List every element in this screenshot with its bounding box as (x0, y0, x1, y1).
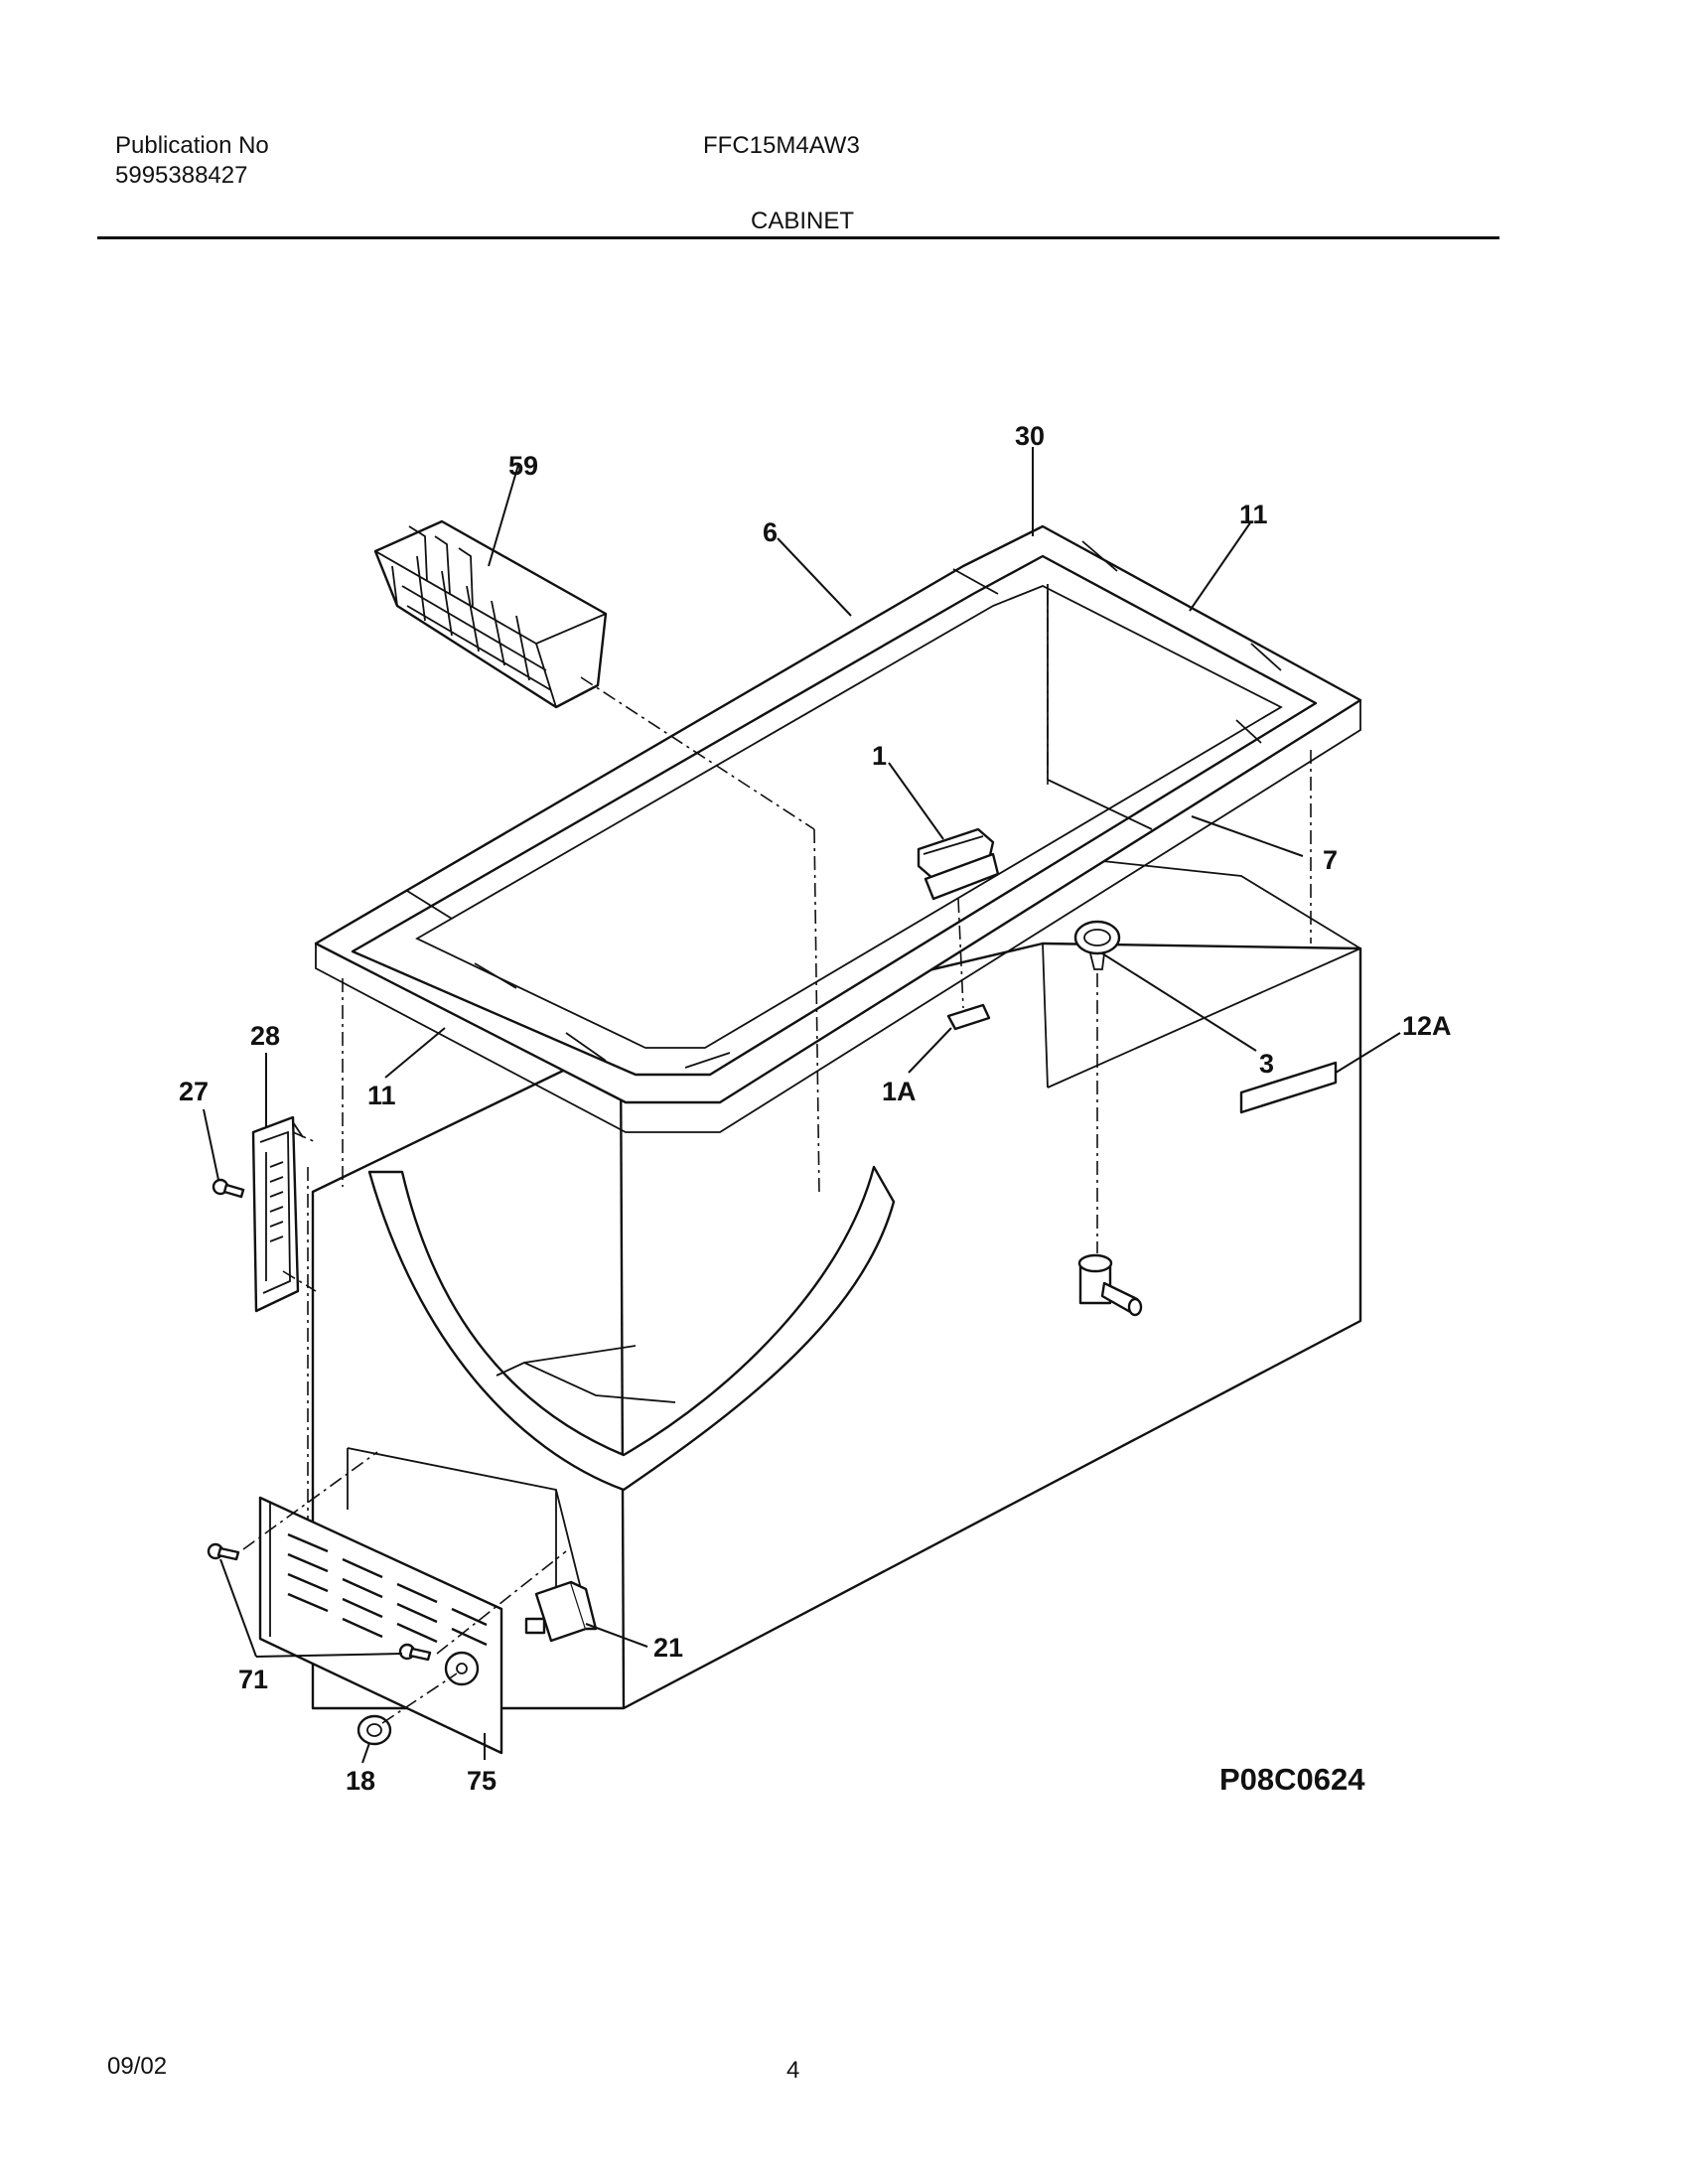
callout-30: 30 (1015, 421, 1045, 451)
callout-3: 3 (1259, 1049, 1274, 1079)
section-title: CABINET (751, 208, 855, 234)
callout-71: 71 (238, 1665, 268, 1694)
footer-date: 09/02 (107, 2053, 168, 2080)
storage-basket (373, 519, 608, 709)
drain-plug (1073, 920, 1121, 970)
callout-21: 21 (653, 1633, 683, 1663)
callout-11-top: 11 (1239, 500, 1268, 529)
drawing-code: P08C0624 (1219, 1762, 1365, 1797)
publication-number: 5995388427 (115, 162, 248, 189)
latch-part (917, 827, 1000, 901)
hinge-screw (212, 1178, 245, 1199)
assembly-lines (242, 591, 1312, 1724)
breaker-frame (314, 524, 1362, 1133)
callout-7: 7 (1323, 845, 1338, 875)
callout-1: 1 (872, 741, 887, 771)
model-number: FFC15M4AW3 (703, 132, 860, 159)
callouts: 30 59 6 11 1 7 28 27 11 1A 3 12A 21 71 1… (179, 421, 1452, 1797)
power-switch (524, 1580, 598, 1643)
callout-1a: 1A (882, 1077, 917, 1106)
callout-18: 18 (346, 1766, 375, 1796)
callout-27: 27 (179, 1077, 209, 1106)
serial-plate (1239, 1061, 1338, 1114)
leader-lines (203, 447, 1401, 1764)
grille-screws (207, 1542, 432, 1662)
drain-tube (1077, 1253, 1143, 1317)
header-rule (97, 236, 1499, 239)
callout-6: 6 (763, 517, 778, 547)
publication-label: Publication No (115, 132, 269, 159)
callout-12a: 12A (1402, 1011, 1452, 1041)
lid-hinge (251, 1115, 304, 1313)
callout-28: 28 (250, 1021, 280, 1051)
callout-59: 59 (508, 451, 538, 481)
callout-11-left: 11 (367, 1081, 396, 1110)
base-grille (258, 1496, 503, 1755)
callout-75: 75 (467, 1766, 497, 1796)
strike-part (946, 1003, 991, 1031)
page-number: 4 (786, 2057, 800, 2084)
